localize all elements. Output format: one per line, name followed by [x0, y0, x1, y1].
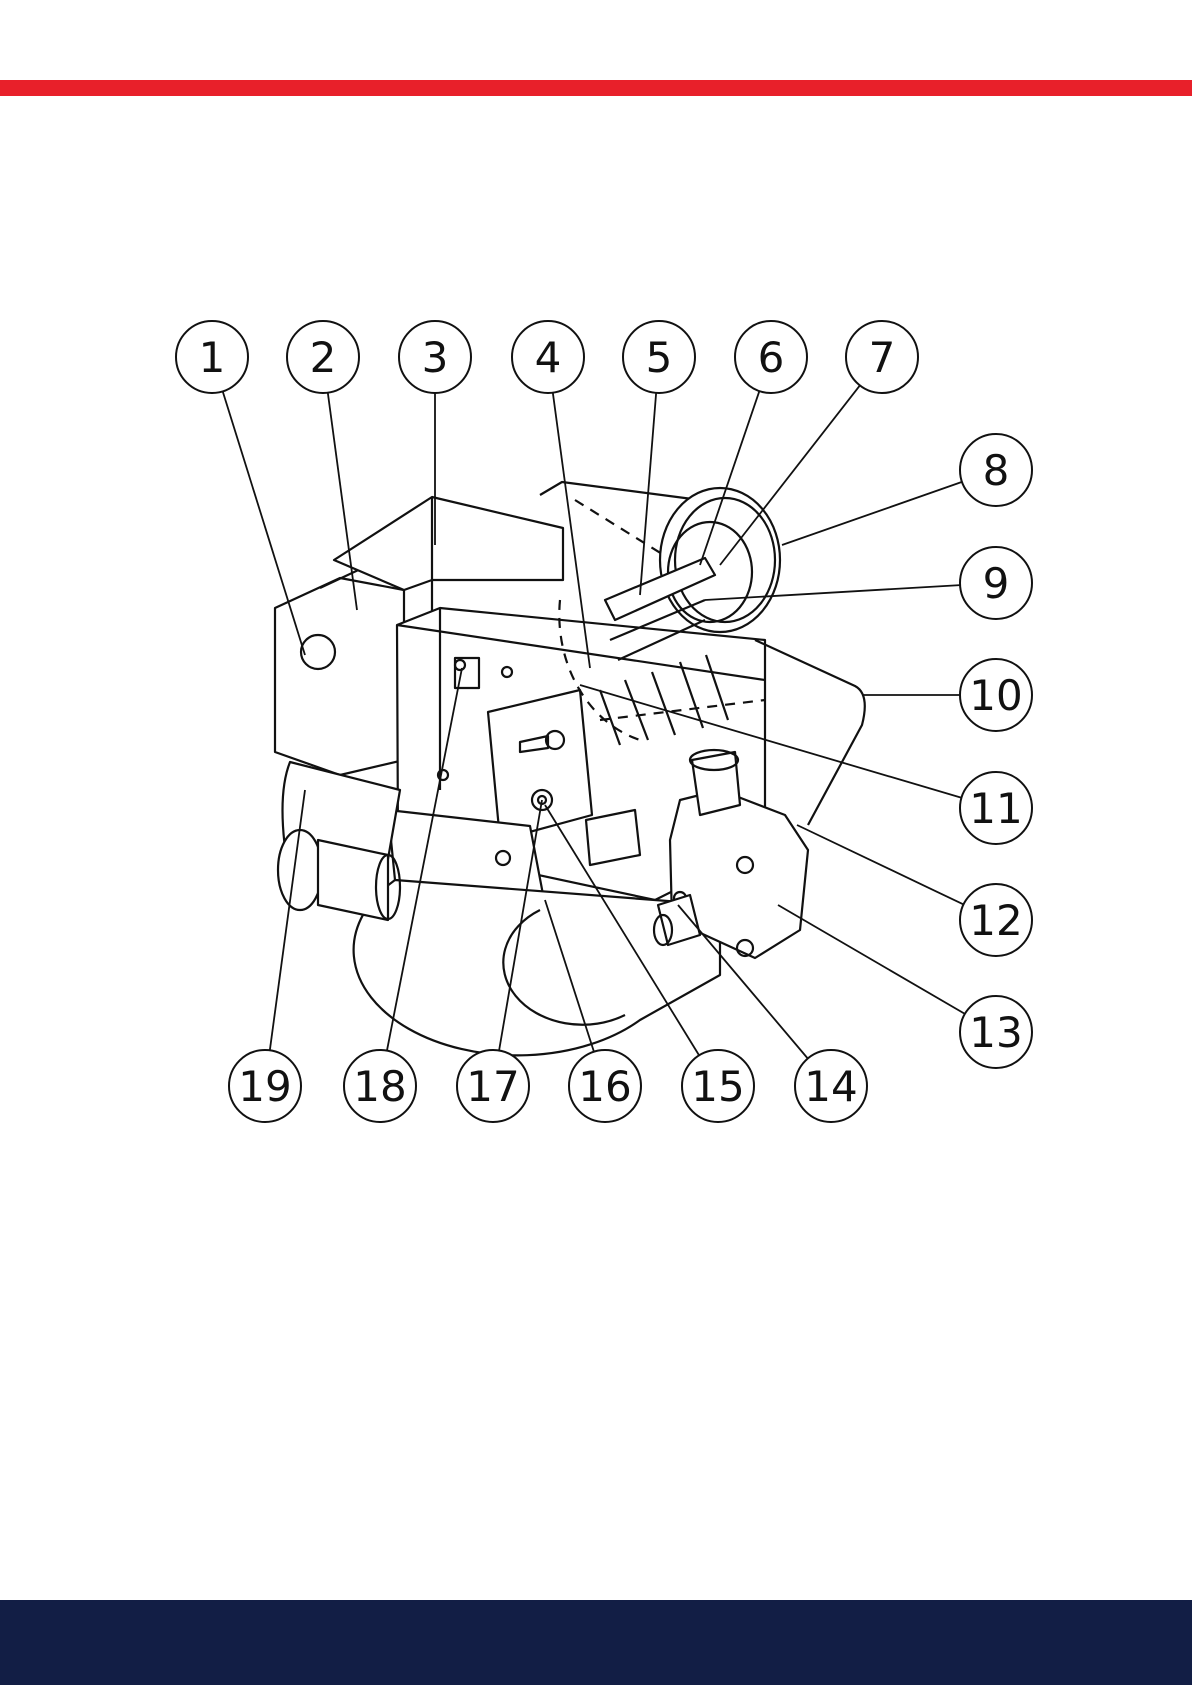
burner-drawing [275, 482, 865, 1055]
callout-label: 8 [983, 446, 1010, 495]
callout-leader-line [782, 482, 962, 545]
callout-leader-line [778, 905, 965, 1014]
callout-label: 16 [578, 1062, 631, 1111]
callout-label: 19 [238, 1062, 291, 1111]
callout-8: 8 [782, 434, 1032, 545]
callout-leader-line [223, 391, 305, 655]
callout-label: 14 [804, 1062, 857, 1111]
callout-leader-line [797, 825, 964, 904]
callout-label: 13 [969, 1008, 1022, 1057]
callout-label: 2 [310, 333, 337, 382]
callout-label: 7 [869, 333, 896, 382]
callout-10: 10 [862, 659, 1032, 731]
callout-label: 3 [422, 333, 449, 382]
callout-leader-line [720, 385, 860, 565]
callout-label: 17 [466, 1062, 519, 1111]
callout-label: 5 [646, 333, 673, 382]
callout-label: 4 [535, 333, 562, 382]
callout-label: 15 [691, 1062, 744, 1111]
callout-label: 12 [969, 896, 1022, 945]
callout-label: 9 [983, 559, 1010, 608]
callout-label: 1 [199, 333, 226, 382]
callout-label: 10 [969, 671, 1022, 720]
callout-label: 6 [758, 333, 785, 382]
callout-label: 11 [969, 784, 1022, 833]
callout-label: 18 [353, 1062, 406, 1111]
